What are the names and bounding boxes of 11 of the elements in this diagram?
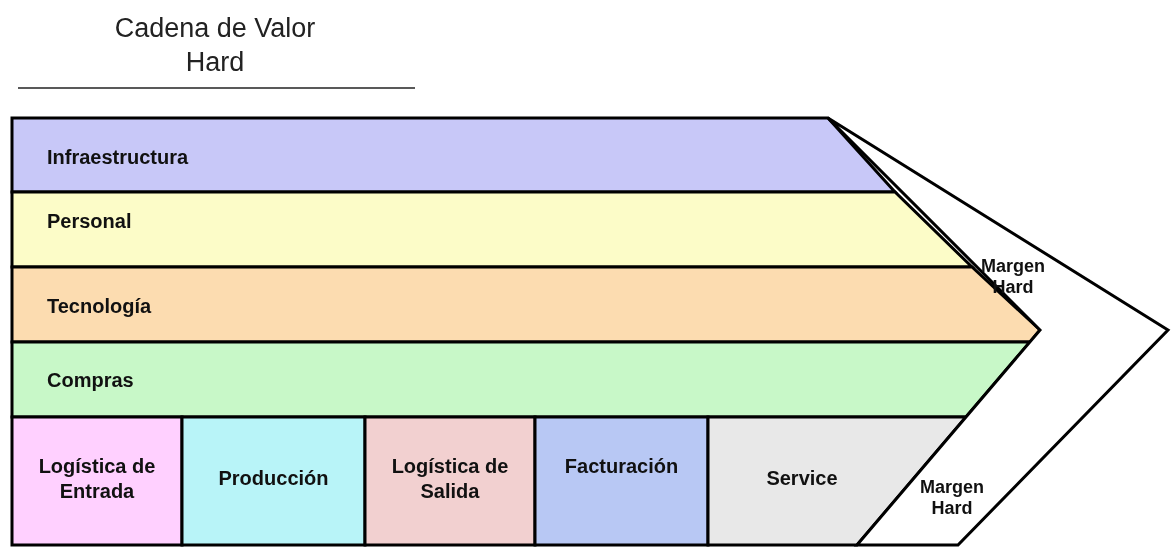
activity-label: Producción: [217, 466, 330, 491]
activity-label: Service: [765, 466, 839, 491]
activity-label: Logística de Salida: [390, 454, 510, 504]
activity-label: Personal: [47, 209, 133, 234]
activity-label: Logística de Entrada: [37, 454, 157, 504]
margin-label: Margen Hard: [919, 477, 985, 519]
activity-label: Facturación: [563, 454, 680, 479]
activity-label: Tecnología: [47, 294, 153, 319]
activity-label: Compras: [47, 368, 135, 393]
activity-label: Infraestructura: [47, 145, 190, 170]
diagram-title: Cadena de Valor Hard: [113, 12, 317, 79]
